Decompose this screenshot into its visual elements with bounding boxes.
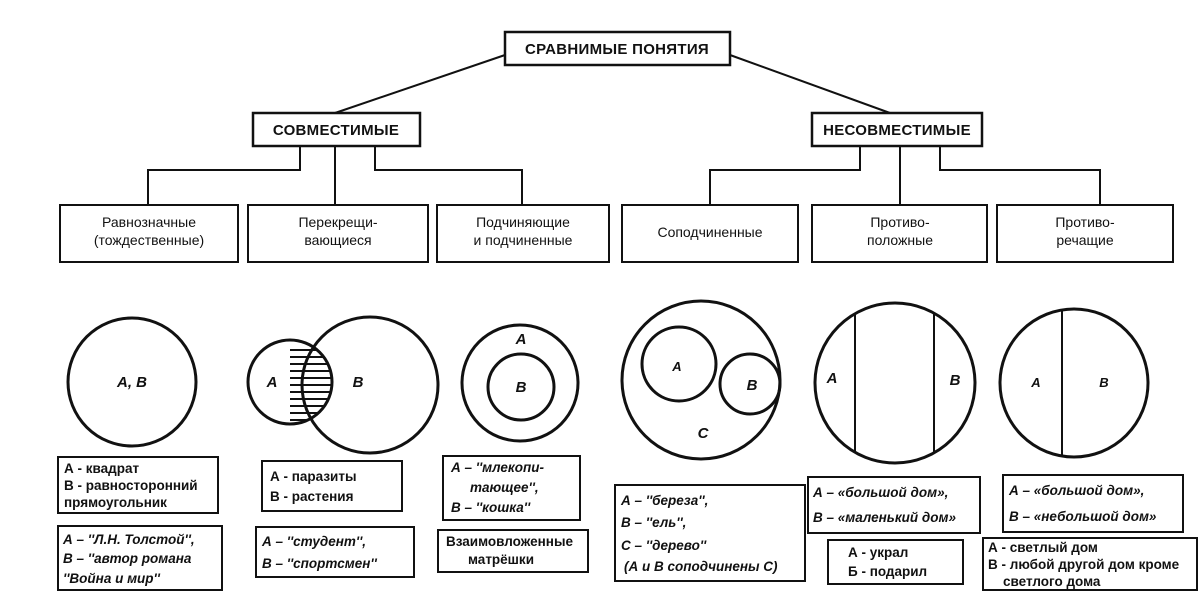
example-line: В – «небольшой дом»	[1009, 509, 1157, 524]
example-opposite-1: А – «большой дом», В – «маленький дом»	[807, 476, 981, 534]
category-line: Противо-	[870, 214, 930, 230]
example-line: Взаимовложенные	[446, 534, 573, 549]
example-equivalent-1: А - квадрат В - равносторонний прямоугол…	[57, 456, 219, 514]
example-line: А – ''млекопи-	[450, 460, 544, 475]
example-line: А - паразиты	[270, 469, 356, 484]
example-line: В - любой другой дом кроме	[988, 557, 1180, 572]
category-line: и подчиненные	[474, 232, 573, 248]
label-b: B	[1099, 375, 1108, 390]
category-equivalent: Равнозначные (тождественные)	[59, 204, 239, 263]
group-compatible-title: СОВМЕСТИМЫЕ	[273, 122, 399, 139]
example-contradictory-1: А – «большой дом», В – «небольшой дом»	[1002, 474, 1184, 533]
root-title: СРАВНИМЫЕ ПОНЯТИЯ	[525, 41, 709, 58]
label-ab: A, B	[116, 374, 147, 391]
diagram-opposite: A B	[813, 301, 977, 465]
example-opposite-2: А - украл Б - подарил	[827, 539, 964, 585]
diagram-intersecting: A B	[246, 315, 440, 455]
example-line: В – ''ель'',	[621, 515, 686, 530]
example-line: В - равносторонний	[64, 478, 198, 493]
category-intersecting: Перекрещи- вающиеся	[247, 204, 429, 263]
category-line: Противо-	[1055, 214, 1115, 230]
example-line: В – ''спортсмен''	[262, 556, 378, 571]
example-subordinating-1: А – ''млекопи- тающее'', В – ''кошка''	[442, 455, 581, 521]
intersection-hatch	[290, 340, 332, 424]
category-line: Равнозначные	[102, 214, 196, 230]
label-b: B	[516, 379, 527, 396]
example-subordinating-2: Взаимовложенные матрёшки	[437, 529, 589, 573]
example-line: тающее'',	[470, 480, 539, 495]
label-a: A	[515, 331, 527, 348]
label-c: C	[698, 425, 710, 442]
category-line: Подчиняющие	[476, 214, 570, 230]
circle-ab	[66, 316, 198, 448]
example-line: А - светлый дом	[988, 540, 1098, 555]
category-line: Соподчиненные	[657, 224, 762, 240]
example-line: В – ''кошка''	[451, 500, 531, 515]
example-line: А – ''Л.Н. Толстой'',	[62, 532, 195, 547]
example-line: А - украл	[848, 545, 908, 560]
example-line: В - растения	[270, 489, 353, 504]
example-line: А – ''береза'',	[620, 493, 708, 508]
diagram-equivalent: A, B	[66, 316, 198, 448]
example-line: С – ''дерево''	[621, 538, 707, 553]
circle-universe	[998, 307, 1150, 459]
category-coordinated: Соподчиненные	[621, 204, 799, 263]
label-a: A	[266, 374, 278, 391]
example-line: (А и В соподчинены С)	[624, 559, 778, 574]
category-line: Перекрещи-	[298, 214, 377, 230]
label-a: A	[671, 359, 681, 374]
example-equivalent-2: А – ''Л.Н. Толстой'', В – ''автор романа…	[57, 525, 223, 591]
circle-b	[300, 315, 440, 455]
category-line: речащие	[1056, 232, 1114, 248]
diagram-subordinating: A B	[460, 323, 580, 443]
label-b: B	[353, 374, 364, 391]
example-line: А - квадрат	[64, 461, 139, 476]
group-compatible: СОВМЕСТИМЫЕ	[251, 111, 422, 148]
example-line: Б - подарил	[848, 564, 927, 579]
category-line: (тождественные)	[94, 232, 204, 248]
example-line: светлого дома	[1003, 574, 1101, 589]
example-line: А – ''студент'',	[261, 534, 366, 549]
example-line: матрёшки	[468, 552, 534, 567]
diagram-contradictory: A B	[998, 307, 1150, 459]
circle-b-inner	[486, 352, 556, 422]
label-b: B	[747, 377, 758, 394]
example-line: А – «большой дом»,	[1008, 483, 1144, 498]
example-intersecting-2: А – ''студент'', В – ''спортсмен''	[255, 526, 415, 578]
circle-universe	[813, 301, 977, 465]
circle-a	[246, 338, 334, 426]
example-line: А – «большой дом»,	[812, 485, 948, 500]
category-opposite: Противо- положные	[811, 204, 988, 263]
example-coordinated-1: А – ''береза'', В – ''ель'', С – ''дерев…	[614, 484, 806, 582]
label-a: A	[826, 370, 838, 387]
example-line: В – «маленький дом»	[813, 510, 956, 525]
group-incompatible: НЕСОВМЕСТИМЫЕ	[810, 111, 984, 148]
circle-a-outer	[460, 323, 580, 443]
diagram-coordinated: A B C	[620, 299, 782, 461]
example-contradictory-2: А - светлый дом В - любой другой дом кро…	[982, 537, 1198, 591]
group-incompatible-title: НЕСОВМЕСТИМЫЕ	[823, 122, 971, 139]
label-b: B	[950, 372, 961, 389]
circle-b	[718, 352, 782, 416]
tree-connectors	[147, 54, 1101, 205]
example-line: В – ''автор романа	[63, 551, 192, 566]
example-line: прямоугольник	[64, 495, 167, 510]
label-a: A	[1030, 375, 1040, 390]
category-contradictory: Противо- речащие	[996, 204, 1174, 263]
example-line: ''Война и мир''	[63, 571, 161, 586]
category-line: вающиеся	[304, 232, 371, 248]
example-intersecting-1: А - паразиты В - растения	[261, 460, 403, 512]
root-node: СРАВНИМЫЕ ПОНЯТИЯ	[503, 30, 732, 67]
category-line: положные	[867, 232, 933, 248]
circle-a	[640, 325, 718, 403]
category-subordinating: Подчиняющие и подчиненные	[436, 204, 610, 263]
